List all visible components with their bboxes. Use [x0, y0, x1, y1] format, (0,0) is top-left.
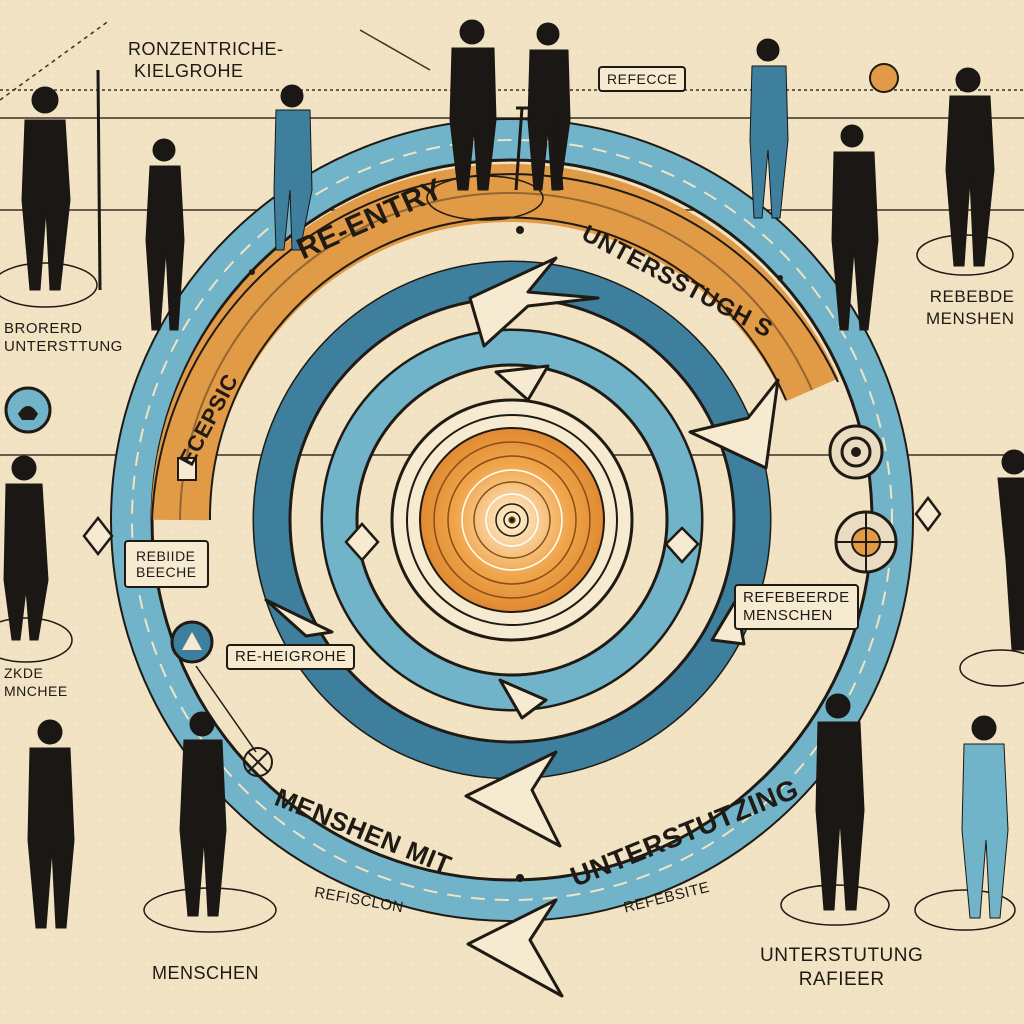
people [0, 19, 1024, 933]
zkde-label: ZKDE MNCHEE [4, 664, 68, 700]
crosshair-icon [834, 510, 898, 574]
arrow-top [468, 256, 600, 348]
phone-icon [4, 386, 52, 434]
rebebde-label: REBEBDE MENSHEN [926, 286, 1015, 330]
target-icon [828, 424, 884, 480]
person-4 [449, 19, 497, 191]
refebeerde-box: REFEBEERDE MENSCHEN [734, 584, 859, 630]
core-spiral [433, 441, 591, 599]
arrow-outer-bottom [466, 898, 564, 998]
diamond-right [914, 495, 942, 533]
refebeerde-line1: REFEBEERDE [743, 589, 850, 606]
zkde-line1: ZKDE [4, 665, 44, 681]
diamond-inner-left [344, 522, 380, 562]
unterstutung-label: UNTERSTUTUNG RAFIEER [760, 944, 923, 992]
signpost-icon [177, 457, 197, 481]
person-3 [145, 138, 185, 331]
coin-icon [869, 63, 899, 93]
refebeerde-line2: MENSCHEN [743, 607, 833, 624]
rebebde-line1: REBEBDE [929, 287, 1015, 306]
person-9 [3, 455, 49, 641]
person-11 [179, 711, 227, 917]
title: RONZENTRICHE- KIELGROHE [128, 38, 284, 82]
person-10 [27, 719, 75, 929]
cross-icon [195, 665, 273, 777]
compass-icon [170, 620, 214, 664]
person-6 [749, 38, 789, 219]
rebebde-line2: MENSHEN [926, 309, 1015, 328]
diamond-left [82, 515, 114, 557]
brorerd-line1: BRORERD [4, 320, 83, 337]
rebiide-line2: BEECHE [136, 564, 197, 580]
rebiide-box: REBIIDE BEECHE [124, 540, 209, 588]
arrow-inner-bottom [498, 678, 548, 720]
title-line2: KIELGROHE [134, 61, 244, 81]
person-8 [945, 67, 995, 267]
person-7 [831, 124, 879, 331]
arrow-bottom [464, 750, 562, 848]
orange-band [151, 164, 839, 521]
brorerd-line2: UNTERSTTUNG [4, 338, 123, 355]
arrow-right [688, 378, 780, 470]
person-12 [815, 693, 865, 911]
title-line1: RONZENTRICHE- [128, 39, 284, 59]
flow-arrows [264, 256, 780, 998]
arrow-inner-top [494, 364, 550, 402]
reheigrohe-box: RE-HEIGROHE [226, 644, 356, 670]
rafieer-line: RAFIEER [798, 969, 885, 990]
person-1 [21, 86, 71, 291]
person-13 [961, 715, 1009, 919]
person-2 [273, 84, 313, 251]
brorerd-label: BRORERD UNTERSTTUNG [4, 320, 123, 356]
zkde-line2: MNCHEE [4, 683, 68, 699]
unterstutung-line1: UNTERSTUTUNG [760, 945, 924, 966]
menschen-label: MENSCHEN [152, 963, 260, 983]
diamond-inner-right [664, 526, 700, 564]
arrow-left [264, 598, 334, 638]
person-14 [997, 449, 1024, 651]
diamonds [82, 495, 942, 564]
rebiide-line1: REBIIDE [136, 548, 196, 564]
refecce-box: REFECCE [598, 66, 687, 92]
